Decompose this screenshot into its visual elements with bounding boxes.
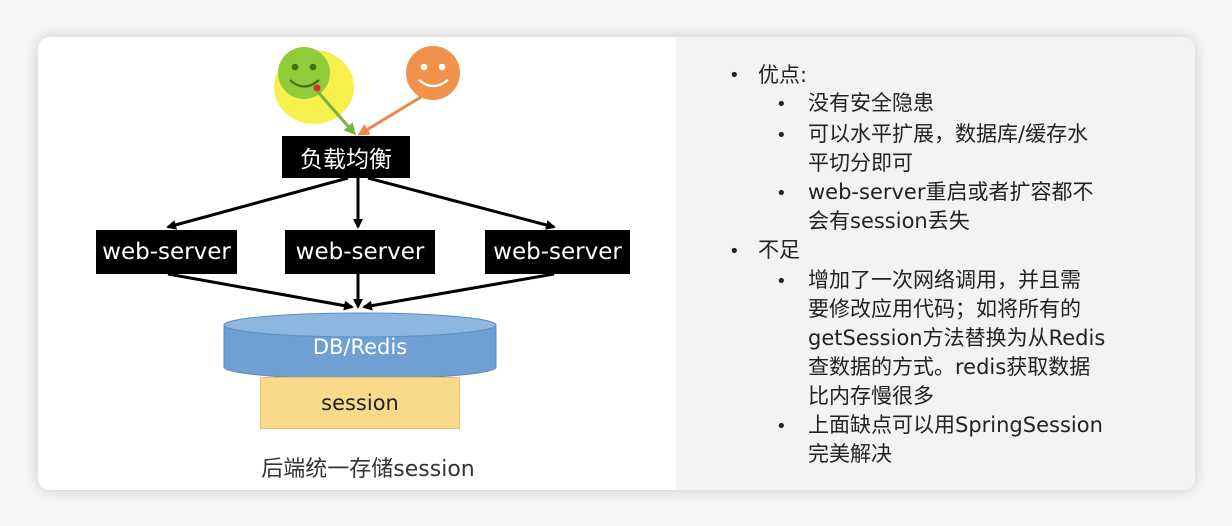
bullet-pros: • — [729, 65, 740, 86]
session-box: session — [260, 377, 460, 429]
db-label: DB/Redis — [312, 335, 408, 359]
diagram-caption: 后端统一存储session — [261, 457, 475, 482]
con-item-2: 上面缺点可以用SpringSession 完美解决 — [808, 413, 1103, 466]
web-server-box-2: web-server — [285, 230, 435, 274]
bullet-pro-3: • — [776, 183, 787, 204]
web-server-box-3: web-server — [485, 230, 630, 274]
pro-item-1: 没有安全隐患 — [808, 91, 934, 115]
web-server-box-1: web-server — [96, 230, 237, 274]
slide: 负载均衡 web-server web-server web-server DB… — [38, 37, 1195, 490]
lb-to-server1-arrow — [166, 176, 349, 230]
load-balancer-box: 负载均衡 — [282, 136, 410, 178]
pro-item-3: web-server重启或者扩容都不 会有session丢失 — [808, 180, 1094, 233]
bullet-pro-2: • — [776, 125, 787, 146]
server3-to-db-arrow — [362, 272, 555, 311]
cons-heading: 不足 — [758, 238, 800, 262]
lb-to-server3-arrow — [367, 176, 556, 230]
bullet-con-2: • — [776, 416, 787, 437]
bullet-con-1: • — [776, 271, 787, 292]
architecture-diagram — [166, 46, 556, 380]
pro-item-2: 可以水平扩展，数据库/缓存水 平切分即可 — [808, 122, 1089, 175]
user-smiley-icon-1 — [274, 47, 354, 124]
user-smiley-icon-2 — [406, 46, 460, 100]
user1-arrow — [316, 91, 356, 136]
pros-heading: 优点: — [758, 63, 808, 87]
server1-to-db-arrow — [167, 272, 354, 311]
db-cylinder-icon — [223, 312, 497, 380]
con-item-1: 增加了一次网络调用，并且需 要修改应用代码；如将所有的 getSession方法… — [808, 268, 1106, 408]
bullet-cons: • — [729, 241, 740, 262]
diagram-panel: 负载均衡 web-server web-server web-server DB… — [38, 37, 676, 490]
notes-panel: • 优点: • 没有安全隐患 • 可以水平扩展，数据库/缓存水 平切分即可 • … — [676, 37, 1195, 490]
user2-arrow — [357, 95, 422, 136]
bullet-pro-1: • — [776, 94, 787, 115]
